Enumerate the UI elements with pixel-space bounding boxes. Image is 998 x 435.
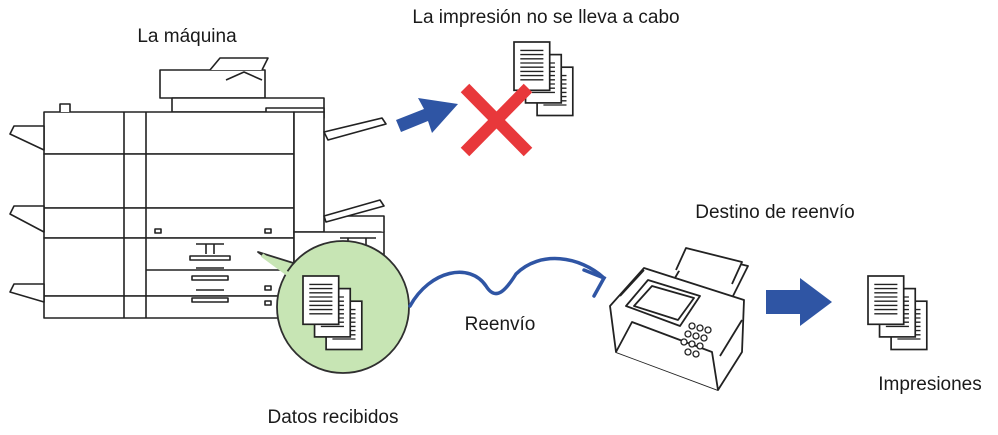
no-print-label: La impresión no se lleva a cabo: [412, 7, 679, 28]
arrow-to-cross-icon: [396, 98, 458, 133]
fax-icon: [609, 247, 749, 391]
prints-label: Impresiones: [878, 374, 982, 395]
received-data-bubble: [257, 240, 410, 374]
printed-documents-icon: [868, 276, 927, 350]
red-x-icon: [460, 83, 533, 157]
received-label: Datos recibidos: [268, 407, 399, 428]
machine-label: La máquina: [137, 26, 237, 47]
arrow-to-prints-icon: [766, 278, 832, 326]
destination-label: Destino de reenvío: [695, 202, 855, 223]
discarded-documents-icon: [514, 42, 573, 116]
forward-line-icon: [408, 256, 607, 308]
forward-label: Reenvío: [465, 314, 536, 335]
